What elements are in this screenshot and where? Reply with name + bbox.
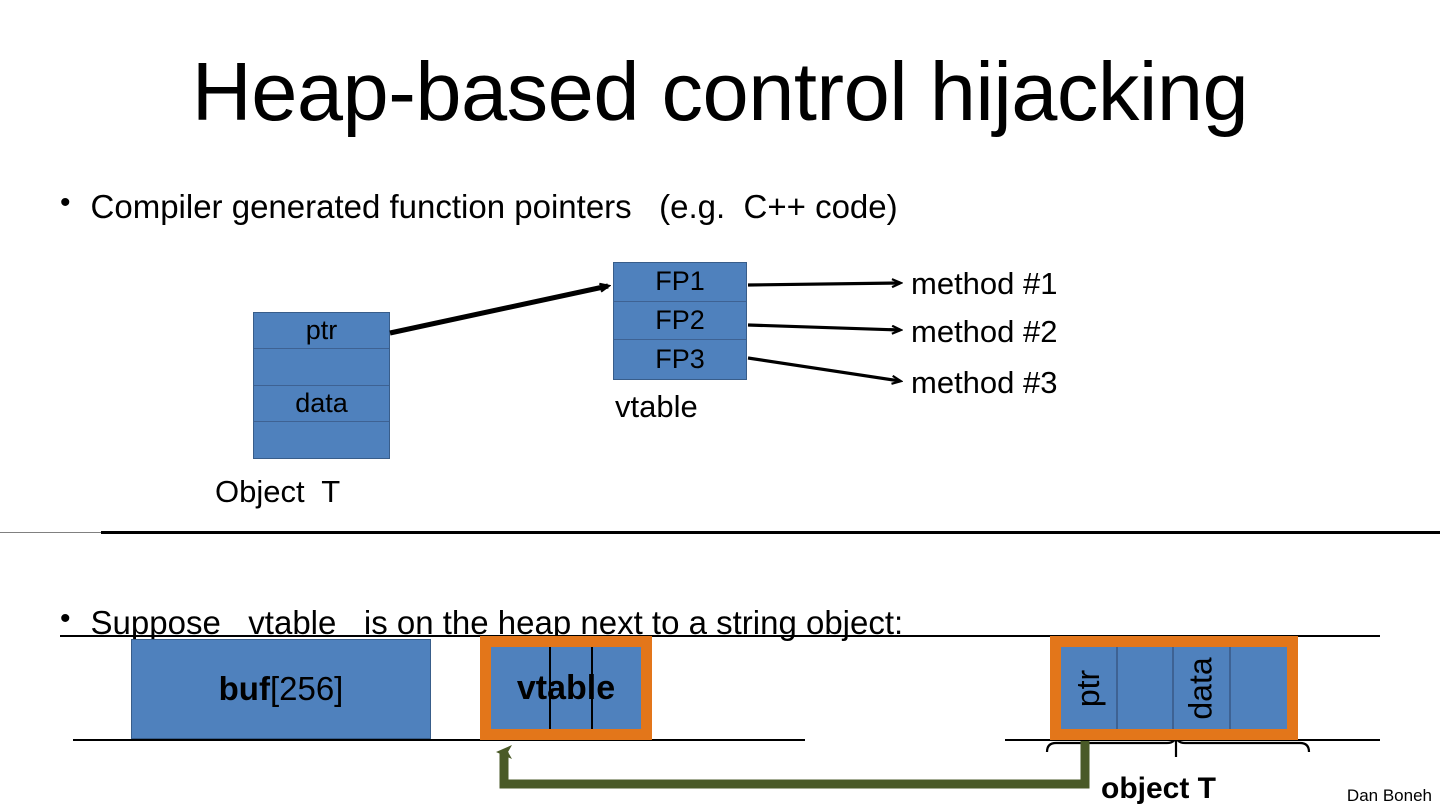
heap-vtable-cell-3 — [593, 647, 641, 729]
buf-name: buf — [218, 670, 270, 707]
heap-object-t-cell-2 — [1118, 647, 1174, 729]
method-label-3: method #3 — [911, 365, 1058, 400]
bullet-marker-icon: • — [60, 186, 71, 219]
heap-vtable-cell-1 — [491, 647, 551, 729]
arrow-fp2-to-method2 — [747, 323, 900, 330]
bullet-marker-icon-2: • — [60, 602, 71, 635]
vtable-block: FP1 FP2 FP3 — [613, 262, 747, 380]
bullet-item-1: • Compiler generated function pointers (… — [60, 188, 898, 226]
heap-object-t-block: ptr data — [1050, 636, 1298, 740]
object-t-caption: Object T — [215, 474, 341, 509]
arrow-fp3-to-method3 — [747, 356, 900, 381]
heap-strip-bottom-line-right — [1005, 739, 1380, 741]
object-t-row-ptr: ptr — [254, 313, 389, 350]
section-divider-right — [101, 531, 1440, 534]
heap-strip-top-line — [60, 635, 1380, 637]
buf-label: buf[256] — [219, 670, 344, 708]
object-t-block: ptr data — [253, 312, 390, 459]
page-title: Heap-based control hijacking — [191, 45, 1249, 138]
object-t-row-data: data — [254, 385, 389, 422]
buf-block: buf[256] — [131, 639, 431, 739]
heap-object-t-data-label: data — [1182, 656, 1219, 720]
vtable-row-fp3: FP3 — [614, 340, 746, 379]
heap-object-t-ptr-label: ptr — [1069, 669, 1106, 707]
buf-size: [256] — [269, 670, 344, 707]
heap-strip-bottom-line-left — [73, 739, 805, 741]
heap-object-t-cell-4 — [1231, 647, 1288, 729]
bullet-text-1: Compiler generated function pointers (e.… — [90, 188, 898, 225]
arrow-ptr-to-vtable — [389, 286, 608, 336]
arrow-fp1-to-method1 — [747, 283, 900, 285]
method-label-1: method #1 — [911, 266, 1058, 301]
heap-object-t-caption: object T — [1101, 772, 1217, 805]
bullet-text-2: Suppose vtable is on the heap next to a … — [90, 604, 904, 641]
bullet-item-2: • Suppose vtable is on the heap next to … — [60, 604, 903, 642]
vtable-row-fp1: FP1 — [614, 263, 746, 302]
arrow-heap-ptr-to-vtable — [496, 740, 1090, 789]
vtable-caption: vtable — [615, 389, 698, 424]
vtable-row-fp2: FP2 — [614, 301, 746, 341]
object-t-row-empty-2 — [254, 421, 389, 458]
section-divider-left — [0, 532, 101, 533]
heap-vtable-block — [480, 636, 652, 740]
method-label-2: method #2 — [911, 314, 1058, 349]
object-t-row-empty-1 — [254, 349, 389, 386]
heap-vtable-cell-2 — [551, 647, 593, 729]
heap-object-t-cell-data: data — [1174, 647, 1231, 729]
author-footer: Dan Boneh — [1346, 786, 1432, 805]
heap-object-t-cell-ptr: ptr — [1061, 647, 1118, 729]
